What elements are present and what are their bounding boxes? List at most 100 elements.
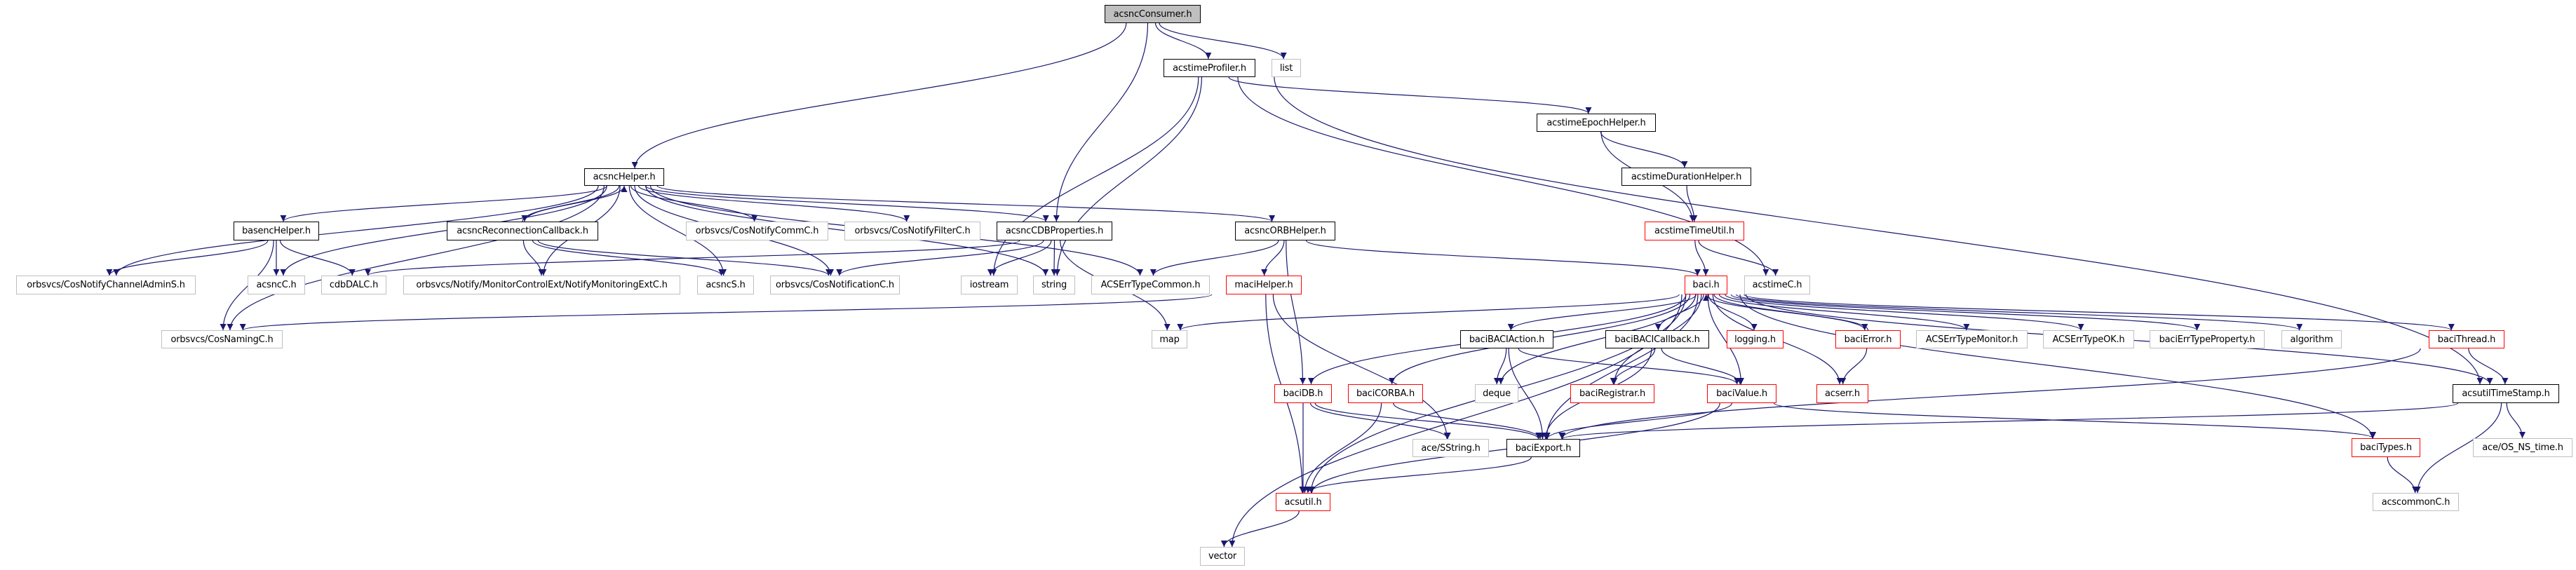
node-a-c-s-err-type-common[interactable]: ACSErrTypeCommon.h bbox=[1091, 276, 1210, 294]
node-acstime-profiler[interactable]: acstimeProfiler.h bbox=[1164, 59, 1255, 77]
node-ace-o-s-n-stime[interactable]: ace/OS_NS_time.h bbox=[2473, 438, 2572, 457]
edge-acsncHelper-to-CosNotifyFilterC bbox=[638, 185, 910, 222]
edge-baci-to-baciValue bbox=[1707, 294, 1744, 385]
edge-acstimeProfiler-to-acstimeC bbox=[1237, 76, 1769, 276]
edge-acsutil-to-vector bbox=[1220, 510, 1300, 548]
node-cos-naming-c[interactable]: orbsvcs/CosNamingC.h bbox=[161, 330, 283, 348]
node-maci-helper[interactable]: maciHelper.h bbox=[1226, 276, 1302, 294]
node-baci-error[interactable]: baciError.h bbox=[1835, 330, 1901, 348]
edge-acstimeTimeUtil-to-baci bbox=[1694, 240, 1709, 276]
node-vector[interactable]: vector bbox=[1200, 547, 1245, 566]
edge-baciCORBA-to-acsutil bbox=[1301, 402, 1382, 494]
edge-baciThread-to-baciExport bbox=[1558, 348, 2421, 440]
node-acsnc-reconnection-callback[interactable]: acsncReconnectionCallback.h bbox=[447, 222, 598, 240]
edge-baci-to-baciThread bbox=[1744, 294, 2455, 331]
node-cdb-d-a-l-c[interactable]: cdbDALC.h bbox=[321, 276, 386, 294]
node-acsnc-o-r-b-helper[interactable]: acsncORBHelper.h bbox=[1235, 222, 1335, 240]
node-basenc-helper[interactable]: basencHelper.h bbox=[234, 222, 319, 240]
edge-baci-to-logging bbox=[1708, 294, 1758, 331]
node-ace-s-string[interactable]: ace/SString.h bbox=[1412, 439, 1489, 457]
edge-acsutilTimeStamp-to-baciExport bbox=[1559, 402, 2458, 440]
node-baci-d-b[interactable]: baciDB.h bbox=[1274, 384, 1332, 403]
edge-acstimeProfiler-to-acstimeEpochHelper bbox=[1228, 76, 1592, 114]
edge-acsncCDBProperties-to-cdbDALC bbox=[365, 240, 1020, 276]
node-acstime-epoch-helper[interactable]: acstimeEpochHelper.h bbox=[1537, 114, 1656, 132]
edge-acsncORBHelper-to-ACSErrTypeCommon bbox=[1149, 240, 1279, 276]
node-cos-notify-channel-admin-s[interactable]: orbsvcs/CosNotifyChannelAdminS.h bbox=[16, 276, 196, 294]
node-algorithm[interactable]: algorithm bbox=[2281, 330, 2342, 348]
edge-baciBACICallback-to-baciValue bbox=[1661, 348, 1744, 385]
node-map[interactable]: map bbox=[1152, 330, 1187, 348]
edge-acsncHelper-to-acsncC bbox=[280, 185, 607, 276]
node-acsutil-time-stamp[interactable]: acsutilTimeStamp.h bbox=[2453, 384, 2559, 403]
edge-acsncCDBProperties-to-iostream bbox=[987, 240, 1052, 276]
node-a-c-s-err-type-monitor[interactable]: ACSErrTypeMonitor.h bbox=[1916, 330, 2028, 348]
node-acstime-time-util[interactable]: acstimeTimeUtil.h bbox=[1645, 222, 1744, 240]
node-acsutil[interactable]: acsutil.h bbox=[1276, 493, 1330, 511]
edge-baci-to-ACSErrTypeOK bbox=[1725, 294, 2084, 331]
node-logging[interactable]: logging.h bbox=[1727, 330, 1783, 348]
node-cos-notify-comm-c[interactable]: orbsvcs/CosNotifyCommC.h bbox=[686, 222, 828, 240]
edge-acsncConsumer-to-list bbox=[1159, 22, 1287, 60]
node-acstime-c[interactable]: acstimeC.h bbox=[1744, 276, 1810, 294]
edge-acsncHelper-to-CosNamingC bbox=[227, 185, 605, 331]
node-baci-thread[interactable]: baciThread.h bbox=[2429, 330, 2504, 348]
edge-acsncORBHelper-to-baci bbox=[1305, 240, 1701, 276]
node-acsnc-c-d-b-properties[interactable]: acsncCDBProperties.h bbox=[997, 222, 1112, 240]
node-baci-value[interactable]: baciValue.h bbox=[1707, 384, 1776, 403]
node-baci-b-a-c-i-callback[interactable]: baciBACICallback.h bbox=[1605, 330, 1709, 348]
node-string[interactable]: string bbox=[1033, 276, 1075, 294]
node-acsnc-c[interactable]: acsncC.h bbox=[248, 276, 305, 294]
edge-baci-to-algorithm bbox=[1736, 294, 2302, 331]
edge-baciBACIAction-to-deque bbox=[1493, 348, 1507, 385]
node-cos-notify-filter-c[interactable]: orbsvcs/CosNotifyFilterC.h bbox=[844, 222, 980, 240]
node-baci-c-o-r-b-a[interactable]: baciCORBA.h bbox=[1348, 384, 1423, 403]
node-iostream[interactable]: iostream bbox=[961, 276, 1018, 294]
node-acsnc-helper[interactable]: acsncHelper.h bbox=[584, 168, 664, 186]
edge-baci-to-ACSErrTypeMonitor bbox=[1718, 294, 1970, 331]
edge-basencHelper-to-CosNotifyChannelAdminS bbox=[106, 240, 269, 276]
node-acscommon-c[interactable]: acscommonC.h bbox=[2373, 493, 2459, 511]
edge-acsncHelper-to-CosNotifyChannelAdminS bbox=[113, 185, 599, 276]
node-baci-types[interactable]: baciTypes.h bbox=[2352, 438, 2420, 457]
edge-acsncCDBProperties-to-CosNotificationC bbox=[836, 240, 1044, 276]
edge-acsncReconnectionCallback-to-NotifyMonitoringExtC bbox=[522, 240, 545, 276]
node-baci-b-a-c-i-action[interactable]: baciBACIAction.h bbox=[1460, 330, 1553, 348]
node-deque[interactable]: deque bbox=[1475, 384, 1518, 403]
edge-acsncConsumer-to-acstimeProfiler bbox=[1154, 22, 1212, 60]
edge-baciTypes-to-acscommonC bbox=[2387, 456, 2419, 494]
node-acsnc-s[interactable]: acsncS.h bbox=[697, 276, 754, 294]
node-a-c-s-err-type-o-k[interactable]: ACSErrTypeOK.h bbox=[2043, 330, 2134, 348]
edge-baci-to-baciExport bbox=[1543, 294, 1699, 440]
edge-maciHelper-to-CosNamingC bbox=[240, 294, 1213, 331]
edge-basencHelper-to-cdbDALC bbox=[279, 240, 356, 276]
node-acserr[interactable]: acserr.h bbox=[1816, 384, 1868, 403]
edge-acsncConsumer-to-acsncCDBProperties bbox=[1053, 22, 1149, 222]
edge-acsncORBHelper-to-maciHelper bbox=[1261, 240, 1285, 276]
node-acsnc-consumer[interactable]: acsncConsumer.h bbox=[1105, 5, 1201, 23]
edge-acsncHelper-to-basencHelper bbox=[280, 185, 607, 222]
node-notify-monitoring-ext-c[interactable]: orbsvcs/Notify/MonitorControlExt/NotifyM… bbox=[403, 276, 680, 294]
node-acstime-duration-helper[interactable]: acstimeDurationHelper.h bbox=[1621, 168, 1751, 186]
node-baci-registrar[interactable]: baciRegistrar.h bbox=[1570, 384, 1654, 403]
node-baci[interactable]: baci.h bbox=[1685, 276, 1727, 294]
edge-acstimeProfiler-to-iostream bbox=[990, 76, 1199, 276]
edge-baciBACIAction-to-baciExport bbox=[1508, 348, 1546, 440]
edge-acsncConsumer-to-acsncHelper bbox=[631, 22, 1127, 169]
edge-acsncORBHelper-to-baciDB bbox=[1286, 240, 1306, 385]
node-baci-export[interactable]: baciExport.h bbox=[1506, 439, 1580, 457]
node-list[interactable]: list bbox=[1272, 59, 1301, 77]
edge-maciHelper-to-aceSString bbox=[1272, 294, 1450, 440]
node-baci-err-type-property[interactable]: baciErrTypeProperty.h bbox=[2150, 330, 2265, 348]
edge-baciBACIAction-to-baciValue bbox=[1518, 348, 1741, 385]
edge-acsutilTimeStamp-to-aceOSNStime bbox=[2506, 402, 2526, 439]
edge-baciError-to-baci bbox=[1703, 294, 1869, 331]
edge-baciCORBA-to-baciExport bbox=[1393, 402, 1544, 440]
edge-baciValue-to-baciTypes bbox=[1773, 402, 2376, 439]
edge-baci-to-baciBACIAction bbox=[1507, 294, 1697, 331]
edge-acstimeDurationHelper-to-acstimeTimeUtil bbox=[1686, 185, 1698, 222]
node-cos-notification-c[interactable]: orbsvcs/CosNotificationC.h bbox=[770, 276, 900, 294]
edge-baci-to-baciBACICallback bbox=[1654, 294, 1704, 331]
edge-acsncReconnectionCallback-to-acsncHelper bbox=[522, 185, 628, 222]
edge-baci-to-deque bbox=[1497, 294, 1697, 385]
